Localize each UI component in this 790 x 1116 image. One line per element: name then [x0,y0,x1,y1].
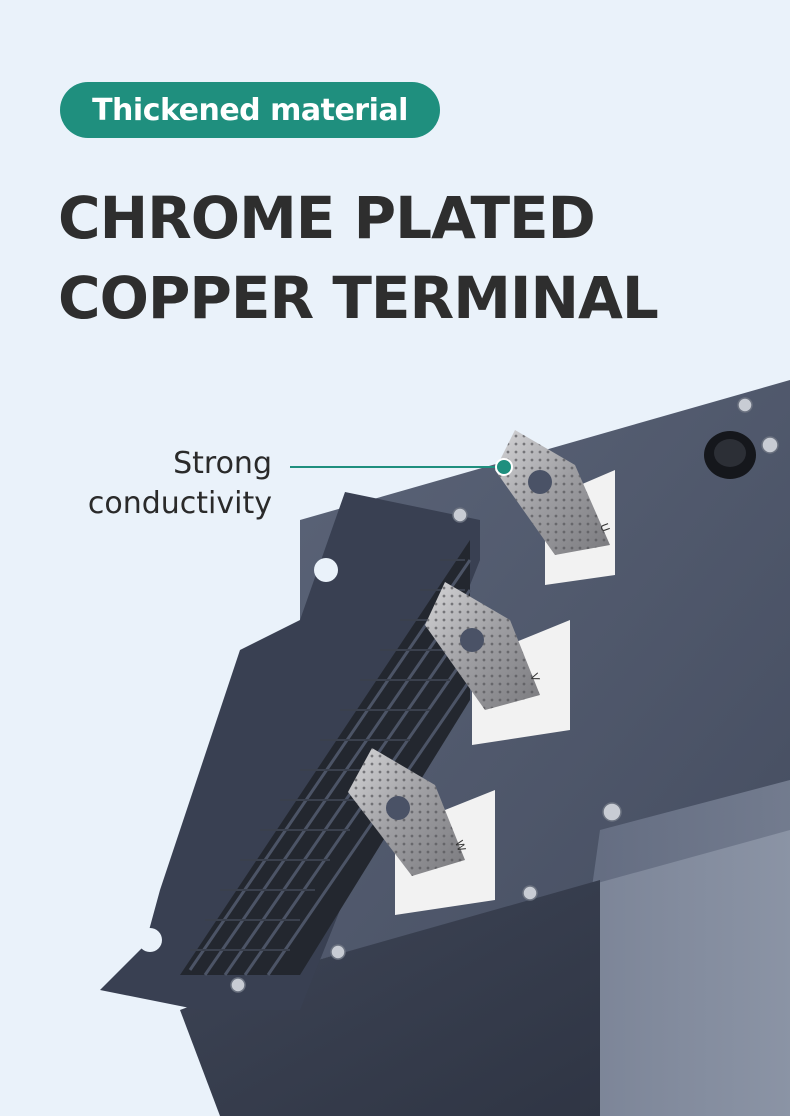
terminal-letter: V [527,672,542,684]
callout-line-1: Strong [173,446,272,481]
terminal-letter: W [452,839,468,854]
callout-leader [290,458,513,476]
callout-label: Strong conductivity [88,444,272,524]
terminal-u: U [495,430,615,585]
mounting-flange [100,492,480,1010]
terminal-v: V [425,582,570,745]
terminal-w: W [348,748,495,915]
screw-icon [230,397,779,993]
housing-front-face [180,880,600,1116]
title-line-1: CHROME PLATED [58,184,596,252]
housing-right-face [560,380,790,1116]
flange-notch [314,558,338,582]
feature-badge: Thickened material [60,82,440,138]
title-line-2: COPPER TERMINAL [58,264,659,332]
vent-grille [180,540,472,976]
feature-badge-label: Thickened material [92,92,408,128]
flange-notch [138,928,162,952]
cable-gland [704,431,756,479]
page-title: CHROME PLATED COPPER TERMINAL [58,178,659,338]
callout-line-2: conductivity [87,486,272,521]
